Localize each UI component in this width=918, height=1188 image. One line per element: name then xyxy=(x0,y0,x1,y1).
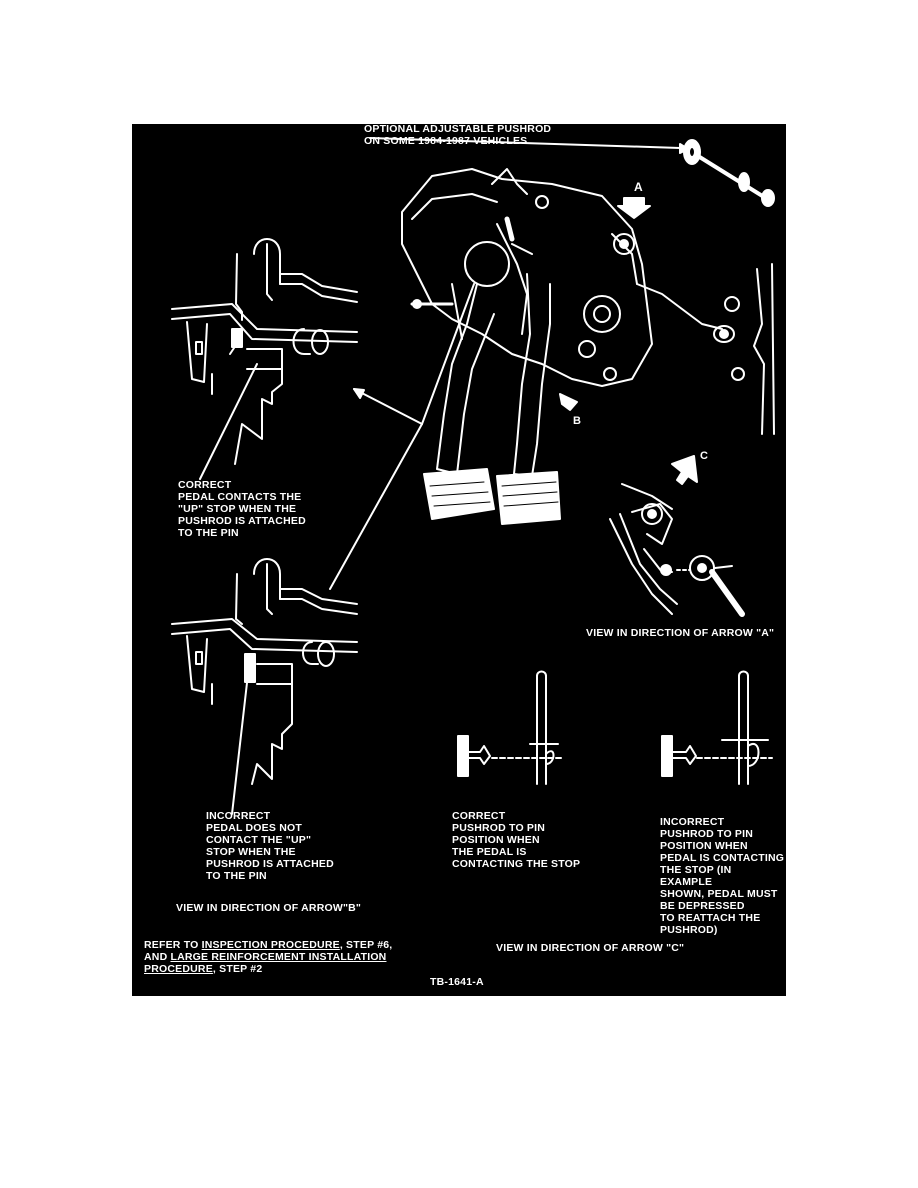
incorrect-stop-detail xyxy=(171,558,358,815)
reference-note: REFER TO INSPECTION PROCEDURE, STEP #6, A… xyxy=(144,939,404,975)
reference-step-2: , STEP #2 xyxy=(212,963,263,975)
reference-prefix: REFER TO xyxy=(144,939,202,951)
arrow-a-label: A xyxy=(634,180,643,194)
arrow-markers xyxy=(559,197,698,485)
view-c-incorrect-detail xyxy=(661,670,773,785)
correct-pin-position-label: CORRECT PUSHROD TO PIN POSITION WHEN THE… xyxy=(452,810,581,870)
pedal-diagram-figure: OPTIONAL ADJUSTABLE PUSHROD ON SOME 1984… xyxy=(132,124,786,996)
pedal-arms xyxy=(423,273,561,525)
arrow-b-label: B xyxy=(573,415,582,427)
view-arrow-b-label: VIEW IN DIRECTION OF ARROW"B" xyxy=(176,902,362,914)
pedal-assembly-illustration xyxy=(171,137,775,815)
view-arrow-a-label: VIEW IN DIRECTION OF ARROW "A" xyxy=(586,627,775,639)
reference-and: AND xyxy=(144,951,171,963)
incorrect-up-stop-label: INCORRECT PEDAL DOES NOT CONTACT THE "UP… xyxy=(206,810,334,882)
arrow-c-label: C xyxy=(700,450,709,462)
view-a-detail xyxy=(609,483,745,617)
correct-stop-detail xyxy=(171,238,358,480)
view-c-correct-detail xyxy=(457,670,563,785)
figure-id-label: TB-1641-A xyxy=(430,976,484,988)
procedure-link[interactable]: PROCEDURE xyxy=(144,963,213,975)
pedal-bracket-assembly xyxy=(401,168,775,435)
large-reinforcement-installation-link[interactable]: LARGE REINFORCEMENT INSTALLATION xyxy=(170,951,387,963)
reference-step-6: , STEP #6, xyxy=(339,939,393,951)
optional-pushrod-drawing xyxy=(369,137,775,207)
inspection-procedure-link[interactable]: INSPECTION PROCEDURE xyxy=(201,939,340,951)
correct-up-stop-label: CORRECT PEDAL CONTACTS THE "UP" STOP WHE… xyxy=(178,479,306,539)
view-arrow-c-label: VIEW IN DIRECTION OF ARROW "C" xyxy=(496,942,685,954)
optional-pushrod-label: OPTIONAL ADJUSTABLE PUSHROD ON SOME 1984… xyxy=(364,124,552,147)
incorrect-pin-position-label: INCORRECT PUSHROD TO PIN POSITION WHEN P… xyxy=(660,816,785,936)
